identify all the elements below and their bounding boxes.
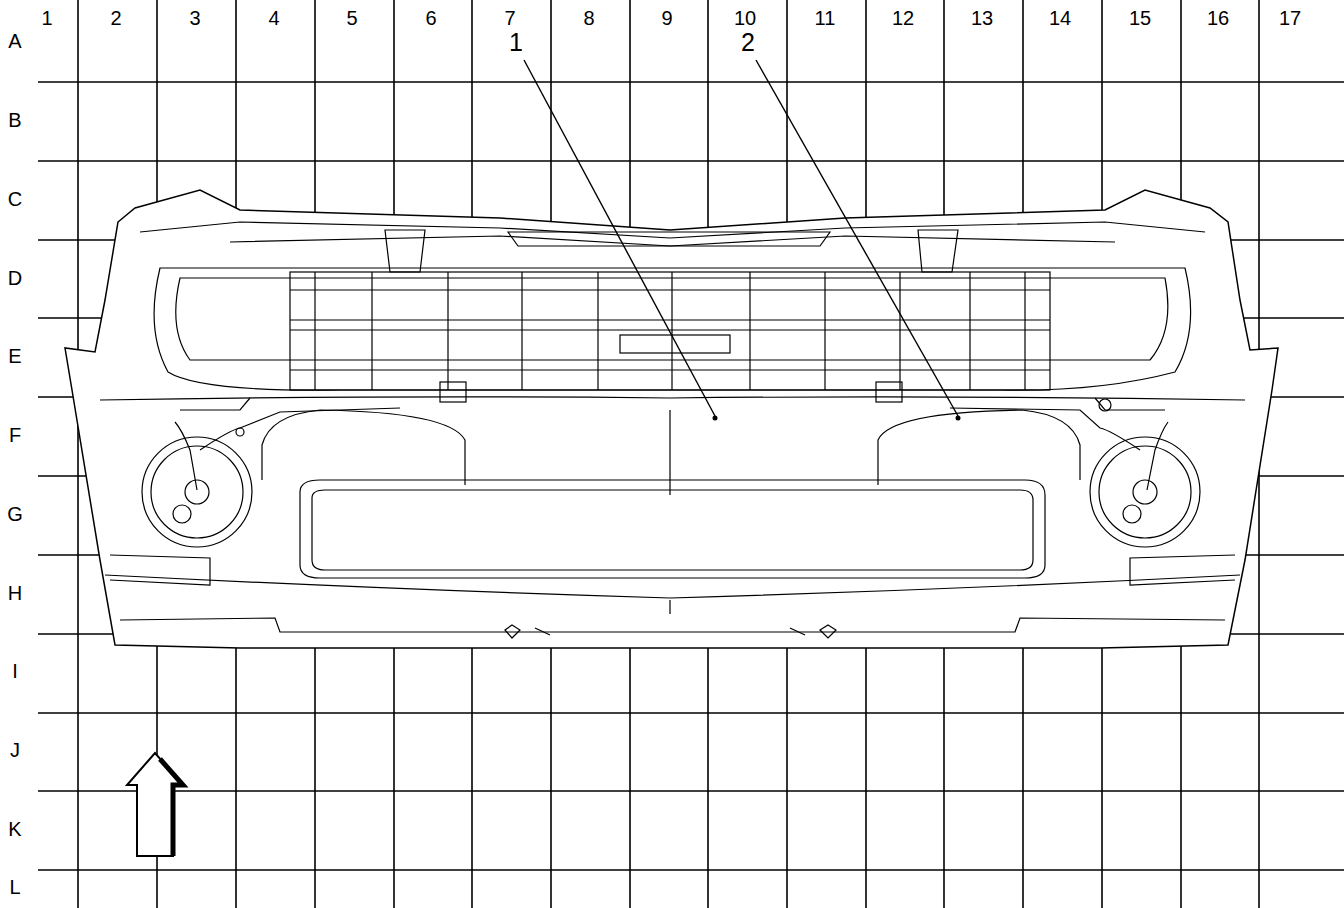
grid-row-letter: F bbox=[8, 425, 22, 445]
grid-row-letter: D bbox=[7, 268, 23, 288]
bumper-details bbox=[100, 222, 1245, 638]
grid-column-number: 9 bbox=[660, 8, 673, 28]
grid-column-number: 7 bbox=[503, 8, 516, 28]
grid-column-number: 3 bbox=[188, 8, 201, 28]
grid-column-number: 8 bbox=[582, 8, 595, 28]
grid-row-letter: J bbox=[9, 740, 21, 760]
grid-row-letter: I bbox=[11, 661, 19, 681]
grid-row-letter: C bbox=[7, 189, 23, 209]
direction-arrow bbox=[127, 753, 183, 856]
grid-column-number: 15 bbox=[1128, 8, 1152, 28]
grid-row-letter: G bbox=[6, 504, 24, 524]
grid-row-letter: B bbox=[7, 110, 22, 130]
grid-row-letter: H bbox=[7, 583, 23, 603]
grid-row-letter: A bbox=[7, 31, 22, 51]
grid-column-number: 17 bbox=[1278, 8, 1302, 28]
callout-number: 2 bbox=[740, 30, 756, 55]
grid-column-number: 13 bbox=[970, 8, 994, 28]
grid-row-letter: L bbox=[8, 877, 21, 897]
grid-column-number: 2 bbox=[109, 8, 122, 28]
grid-column-number: 11 bbox=[814, 8, 837, 28]
leader-dots bbox=[713, 416, 961, 421]
leader-lines bbox=[524, 60, 958, 416]
bumper-fascia bbox=[65, 190, 1278, 648]
grid-column-number: 10 bbox=[733, 8, 757, 28]
grid-column-number: 1 bbox=[40, 8, 53, 28]
grid-column-number: 6 bbox=[424, 8, 437, 28]
grid-row-letter: K bbox=[7, 819, 22, 839]
grid-column-number: 5 bbox=[345, 8, 358, 28]
grid-row-letter: E bbox=[7, 346, 22, 366]
grid-column-number: 14 bbox=[1048, 8, 1072, 28]
grid-column-number: 4 bbox=[267, 8, 280, 28]
callout-number: 1 bbox=[508, 30, 524, 55]
grid-column-number: 12 bbox=[891, 8, 915, 28]
grid-lines bbox=[38, 0, 1344, 908]
grid-column-number: 16 bbox=[1206, 8, 1230, 28]
